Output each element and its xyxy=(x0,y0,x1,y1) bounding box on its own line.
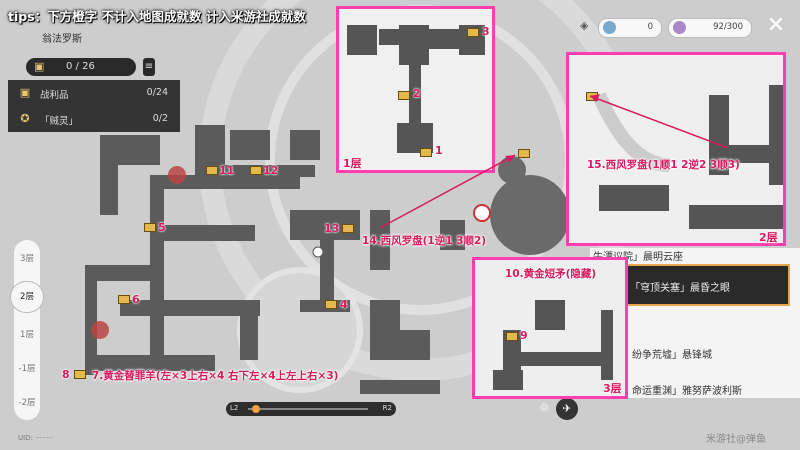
counter-menu-button[interactable]: ≡ xyxy=(143,58,155,76)
zoom-right-key: R2 xyxy=(382,404,392,412)
chest-icon[interactable] xyxy=(74,370,86,379)
spirit-icon: ✪ xyxy=(20,112,30,125)
label-num-13: 13 xyxy=(324,222,340,235)
location-item-label: 「穹顶关塞」晨昏之眼 xyxy=(630,283,730,294)
chest-icon: ▣ xyxy=(34,60,45,73)
zoom-knob[interactable] xyxy=(252,405,260,413)
chest-icon[interactable] xyxy=(144,223,156,232)
chest-icon[interactable] xyxy=(506,332,518,341)
zoom-track xyxy=(248,408,368,410)
tips-text: tips：下方橙字 不计入地图成就数 计入米游社成就数 xyxy=(8,9,306,24)
chest-icon[interactable] xyxy=(420,148,432,157)
annotation-10: 10.黄金短矛(隐藏) xyxy=(505,268,597,280)
label-num-11: 11 xyxy=(219,164,235,177)
uid-label: UID: ········ xyxy=(18,434,53,442)
label-num-5: 5 xyxy=(158,221,166,234)
collectible-counter[interactable]: ▣ 0 / 26 xyxy=(26,58,136,76)
list-item-label: 「贼灵」 xyxy=(40,116,79,127)
currency-icon: ◈ xyxy=(580,19,589,32)
label-num-12: 12 xyxy=(263,164,279,177)
locate-icon[interactable]: ◎ xyxy=(540,402,549,413)
floor-button-2-selected[interactable]: 2层 xyxy=(11,282,43,312)
label-num-6: 6 xyxy=(132,293,140,306)
inset-floor-1-label: 1层 xyxy=(343,157,362,170)
compass-icon[interactable]: ✈ xyxy=(556,398,578,420)
inset-floor-1: 2 1 3 1层 xyxy=(336,6,495,173)
floor-button-1[interactable]: 1层 xyxy=(20,330,34,340)
list-item-count: 0/24 xyxy=(146,87,168,98)
label-num-4: 4 xyxy=(340,298,348,311)
chest-icon[interactable] xyxy=(467,28,479,37)
floor-button-3[interactable]: 3层 xyxy=(20,254,34,264)
chest-icon[interactable] xyxy=(586,92,598,101)
chest-icon[interactable] xyxy=(118,295,130,304)
annotation-15: 15.西风罗盘(1顺1 2逆2 3顺3) xyxy=(587,159,740,171)
label-num-9: 9 xyxy=(520,329,528,342)
inset-floor-3: 9 10.黄金短矛(隐藏) 3层 xyxy=(472,257,628,399)
zoom-left-key: L2 xyxy=(230,404,239,412)
floor-selector: 3层 2层 1层 -1层 -2层 xyxy=(11,240,43,420)
label-num-2: 2 xyxy=(413,87,421,100)
close-icon[interactable]: ✕ xyxy=(766,13,786,38)
inset-floor-2: 15.西风罗盘(1顺1 2逆2 3顺3) 2层 xyxy=(566,52,786,246)
floor-button-minus-1[interactable]: -1层 xyxy=(18,364,36,374)
inset-floor-3-label: 3层 xyxy=(603,382,622,395)
list-item-spirit[interactable]: ✪ 「贼灵」 0/2 xyxy=(8,106,180,132)
currency-pill-1[interactable]: 0 xyxy=(598,18,662,38)
location-item-2[interactable]: 纷争荒墟」悬锋城 xyxy=(632,350,712,361)
zoom-slider[interactable]: L2 R2 xyxy=(226,402,396,416)
chest-icon[interactable] xyxy=(325,300,337,309)
chest-icon[interactable] xyxy=(206,166,218,175)
list-item-loot[interactable]: ▣ 战利品 0/24 xyxy=(8,80,180,106)
chest-icon[interactable] xyxy=(518,149,530,158)
region-name: 翁法罗斯 xyxy=(42,34,82,45)
power-value: 92/300 xyxy=(713,22,743,32)
currency-pill-2[interactable]: 92/300 xyxy=(668,18,752,38)
chest-icon[interactable] xyxy=(342,224,354,233)
crystal-icon xyxy=(603,21,616,34)
annotation-7: 7.黄金替罪羊(左×3上右×4 右下左×4上左上右×3) xyxy=(92,370,339,382)
location-item-3[interactable]: 命运重渊」雅努萨波利斯 xyxy=(632,386,742,397)
list-item-count: 0/2 xyxy=(152,113,168,124)
inset-floor-2-label: 2层 xyxy=(759,231,778,244)
floor-button-minus-2[interactable]: -2层 xyxy=(18,398,36,408)
label-num-1: 1 xyxy=(435,144,443,157)
inset-floor-2-map xyxy=(592,85,783,229)
watermark: 米游社@弹鱼 xyxy=(706,434,766,445)
list-item-label: 战利品 xyxy=(40,90,69,101)
chest-icon: ▣ xyxy=(19,86,31,99)
label-num-8: 8 xyxy=(62,368,70,381)
collectible-list: ▣ 战利品 0/24 ✪ 「贼灵」 0/2 xyxy=(8,80,180,132)
currency-value: 0 xyxy=(647,22,653,32)
annotation-14: 14.西风罗盘(1逆1 3顺2) xyxy=(362,235,487,247)
location-item-partial[interactable]: 牛漂议院」晨明云座 xyxy=(593,252,683,263)
power-icon xyxy=(673,21,686,34)
collectible-total: 0 / 26 xyxy=(66,61,95,72)
inset-floor-3-map xyxy=(493,300,613,390)
chest-icon[interactable] xyxy=(398,91,410,100)
chest-icon[interactable] xyxy=(250,166,262,175)
label-num-3: 3 xyxy=(482,25,490,38)
